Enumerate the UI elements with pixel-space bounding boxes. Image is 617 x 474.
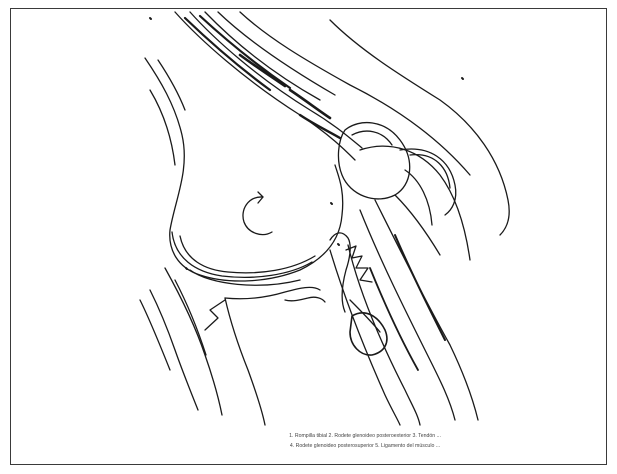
meniscus-structure [330,233,387,355]
detail-dots [150,18,463,269]
tibia-shaft [330,200,478,425]
lower-bone-outline [225,287,325,425]
cartilage-arc [172,232,315,285]
soft-tissue-left [140,268,225,415]
ligament-bulb [338,123,440,255]
bone-head-outline [145,58,343,281]
figure-caption-line-1: 1. Rompilla tibial 2. Rodete glenoideo p… [200,433,530,440]
figure-caption-line-2: 4. Rodete glenoideo posterosuperior 5. L… [200,443,530,450]
curved-arrow-icon [243,192,272,235]
